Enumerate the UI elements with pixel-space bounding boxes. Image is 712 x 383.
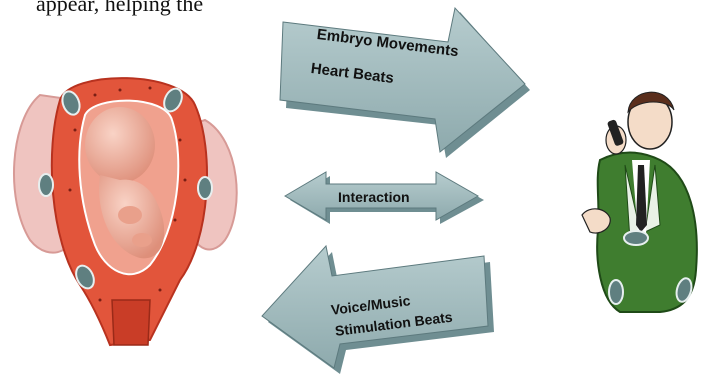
man-on-phone-illustration [582, 92, 697, 312]
womb-with-embryo-illustration [14, 78, 237, 345]
arrow-label-interaction: Interaction [338, 189, 410, 205]
embryo-head [85, 107, 155, 183]
cervix [112, 300, 150, 345]
